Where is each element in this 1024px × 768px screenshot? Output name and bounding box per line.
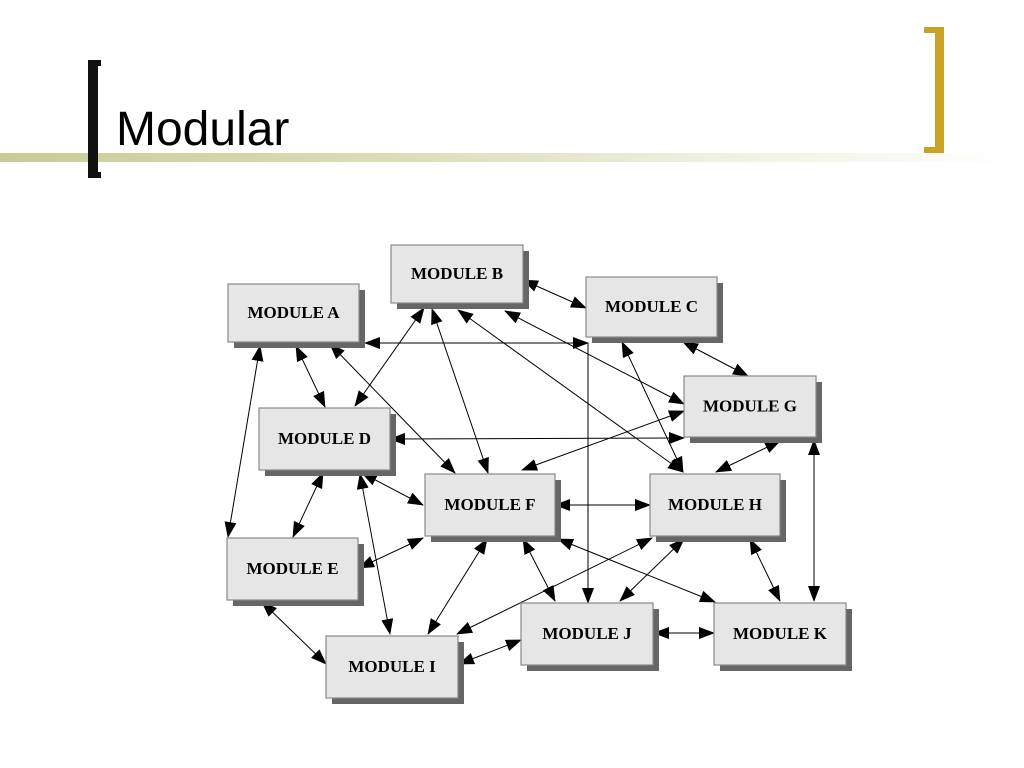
right-bracket-decoration bbox=[924, 27, 944, 153]
module-node-box bbox=[390, 244, 524, 304]
edge-h-j bbox=[619, 538, 685, 602]
module-node-e: MODULE E bbox=[226, 537, 364, 606]
edge-d-i bbox=[356, 473, 394, 635]
module-label: MODULE C bbox=[605, 297, 698, 316]
edge-g-h bbox=[715, 440, 781, 473]
module-node-box bbox=[520, 602, 654, 666]
edge-a-e bbox=[224, 345, 264, 538]
module-node-a: MODULE A bbox=[227, 283, 365, 348]
module-node-c: MODULE C bbox=[585, 276, 723, 343]
edge-f-k bbox=[557, 538, 716, 603]
edge-i-j bbox=[458, 639, 522, 665]
module-label: MODULE D bbox=[278, 429, 371, 448]
edge-b-c bbox=[522, 279, 587, 309]
module-node-g: MODULE G bbox=[683, 375, 822, 443]
edge-d-e bbox=[292, 472, 324, 538]
module-node-box bbox=[424, 473, 556, 537]
module-node-box bbox=[325, 635, 459, 699]
edge-e-i bbox=[261, 601, 327, 665]
module-node-k: MODULE K bbox=[713, 602, 852, 671]
edge-d-f bbox=[361, 472, 424, 506]
module-label: MODULE F bbox=[444, 495, 535, 514]
edge-b-d bbox=[354, 307, 425, 407]
edge-e-f bbox=[358, 537, 424, 569]
edge-c-g bbox=[682, 341, 749, 377]
module-label: MODULE A bbox=[247, 303, 340, 322]
dependency-edges bbox=[224, 279, 820, 665]
edge-f-i bbox=[427, 538, 488, 635]
module-node-d: MODULE D bbox=[258, 407, 396, 476]
edge-f-j bbox=[522, 538, 556, 602]
module-label: MODULE K bbox=[733, 624, 828, 643]
module-label: MODULE J bbox=[542, 624, 632, 643]
title-underline-bar bbox=[0, 153, 1024, 162]
module-label: MODULE G bbox=[703, 396, 797, 415]
edge-c-h bbox=[621, 341, 684, 473]
module-label: MODULE H bbox=[668, 495, 762, 514]
module-node-box bbox=[258, 407, 391, 471]
module-nodes: MODULE A MODULE B MODULE C MODULE D MODULE E… bbox=[226, 244, 852, 704]
module-node-box bbox=[713, 602, 847, 666]
edge-d-g bbox=[389, 432, 685, 445]
module-node-box bbox=[585, 276, 718, 338]
edge-h-k bbox=[749, 538, 781, 602]
module-node-f: MODULE F bbox=[424, 473, 561, 542]
edge-b-f bbox=[431, 308, 489, 474]
slide-title: Modular bbox=[116, 103, 290, 156]
edge-f-g bbox=[521, 410, 685, 471]
module-node-box bbox=[649, 473, 781, 537]
module-label: MODULE E bbox=[246, 559, 338, 578]
edge-a-d bbox=[295, 345, 326, 408]
module-label: MODULE B bbox=[411, 264, 503, 283]
left-bracket-decoration bbox=[88, 60, 101, 178]
module-node-box bbox=[226, 537, 359, 601]
module-node-j: MODULE J bbox=[520, 602, 659, 671]
module-node-box bbox=[683, 375, 817, 438]
module-node-b: MODULE B bbox=[390, 244, 529, 309]
module-node-box bbox=[227, 283, 360, 343]
module-label: MODULE I bbox=[348, 657, 436, 676]
module-node-h: MODULE H bbox=[649, 473, 786, 542]
module-node-i: MODULE I bbox=[325, 635, 464, 704]
